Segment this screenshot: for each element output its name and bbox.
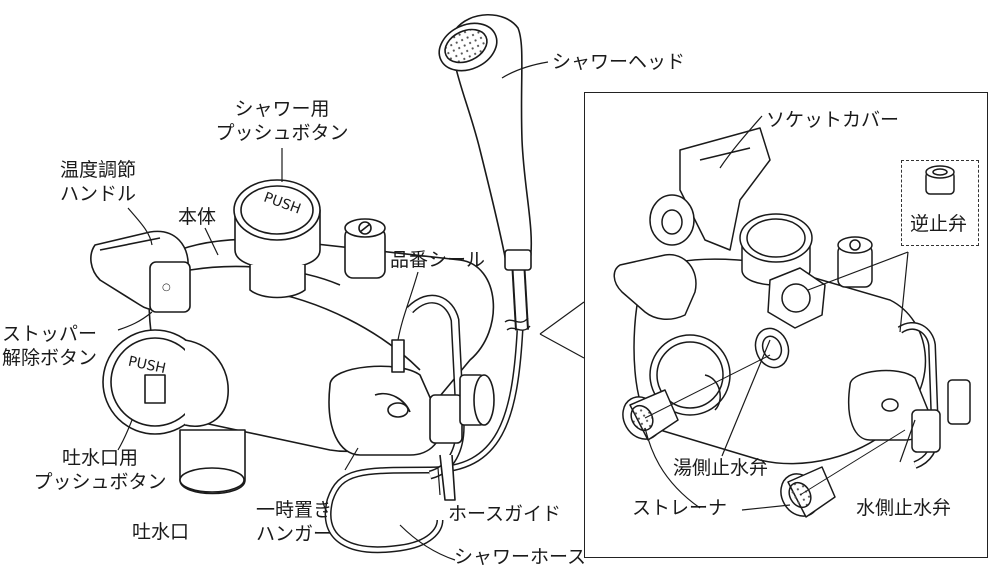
label-socket-cover: ソケットカバー [766, 109, 900, 131]
main-faucet-illustration: ○ [90, 13, 533, 554]
hose-guide-illustration [406, 294, 465, 501]
shower-head-illustration [438, 13, 533, 271]
inset-frame [584, 92, 988, 558]
spout-button-push-text: PUSH [127, 354, 168, 378]
check-valve-frame [901, 160, 979, 246]
temperature-handle-illustration: ○ [90, 230, 191, 313]
check-valve-illustration [925, 165, 955, 195]
label-shower-button-line2: プッシュボタン [215, 122, 349, 144]
label-body: 本体 [178, 206, 217, 228]
label-spout-button-line1: 吐水口用 [61, 447, 138, 469]
label-temp-handle-line1: 温度調節 [60, 159, 137, 181]
product-seal-illustration [391, 339, 405, 373]
spout-push-button-illustration [102, 329, 229, 435]
label-shower-button-line1: シャワー用 [234, 98, 330, 120]
label-cold-stop-valve: 水側止水弁 [856, 497, 952, 519]
shower-push-button-illustration [233, 179, 321, 299]
label-stopper-release-line1: ストッパー [2, 323, 98, 345]
label-shower-hose: シャワーホース [454, 546, 587, 568]
label-shower-head: シャワーヘッド [552, 51, 686, 73]
label-temp-hanger-line2: ハンガー [256, 523, 333, 545]
hanger-illustration [328, 365, 442, 456]
label-spout-button-line2: プッシュボタン [33, 471, 167, 493]
label-strainer: ストレーナ [632, 497, 728, 519]
label-hose-guide: ホースガイド [448, 503, 562, 525]
label-hot-stop-valve: 湯側止水弁 [673, 457, 769, 479]
svg-text:○: ○ [162, 282, 171, 293]
stop-valve-illustration [344, 218, 386, 279]
label-product-seal: 品番シール [390, 249, 486, 271]
socket-cover-illustration [649, 127, 771, 251]
strainer-upper-illustration [622, 389, 679, 441]
label-temp-hanger-line1: 一時置き [256, 499, 333, 521]
spout-illustration [179, 429, 246, 495]
inset-illustration [613, 127, 971, 518]
label-temp-handle-line2: ハンドル [60, 183, 137, 205]
label-check-valve: 逆止弁 [910, 213, 968, 235]
label-stopper-release-line2: 解除ボタン [2, 347, 98, 369]
leader-lines [117, 61, 916, 561]
label-spout: 吐水口 [132, 521, 190, 543]
